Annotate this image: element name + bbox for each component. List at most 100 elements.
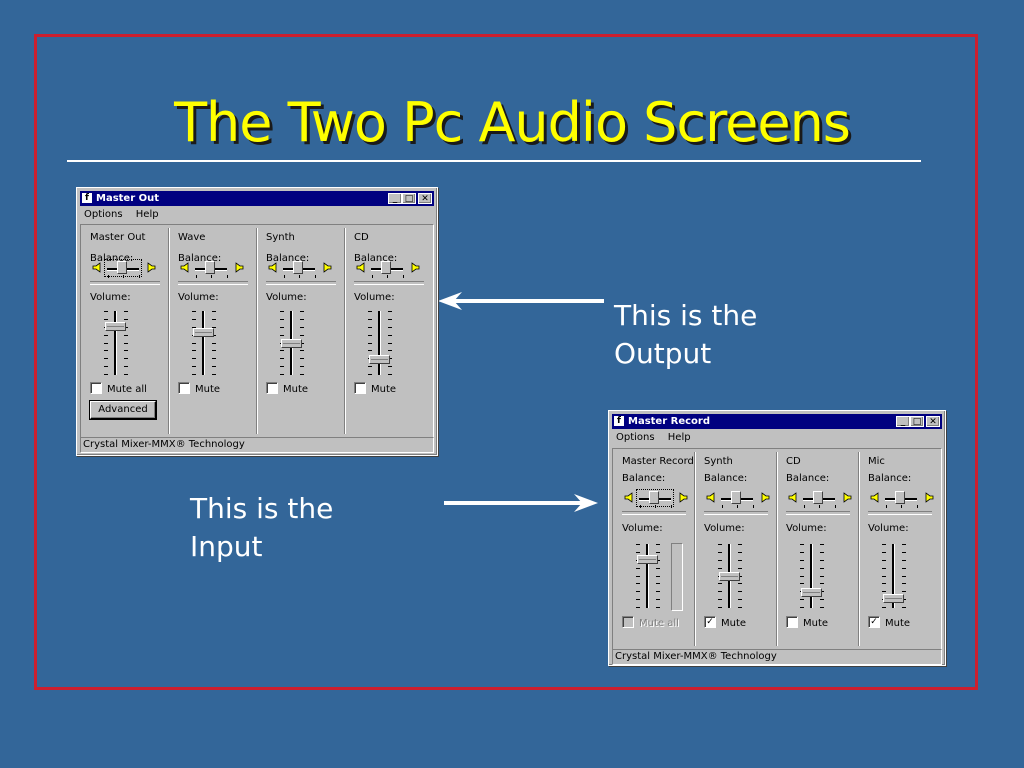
balance-slider[interactable] [90, 259, 156, 278]
mute-checkbox[interactable]: Mute [178, 382, 220, 395]
column-separator [256, 228, 258, 434]
menu-help[interactable]: Help [135, 209, 159, 220]
mute-label: Mute [721, 618, 747, 629]
volume-tick [192, 319, 196, 320]
menu-options[interactable]: Options [84, 209, 123, 220]
mute-checkbox[interactable]: Mute [354, 382, 396, 395]
mute-checkbox[interactable]: ✓Mute [704, 616, 747, 629]
volume-thumb[interactable] [883, 594, 904, 603]
volume-thumb[interactable] [719, 572, 740, 581]
volume-tick [636, 583, 640, 584]
column-separator [776, 452, 778, 646]
mute-label: Mute [803, 618, 829, 629]
menu-help[interactable]: Help [667, 432, 691, 443]
balance-thumb[interactable] [293, 261, 303, 274]
master-record-titlebar[interactable]: f Master Record _ □ ✕ [612, 414, 942, 429]
checkbox-box [622, 616, 634, 628]
input-arrow-icon [444, 494, 598, 512]
master-record-window: f Master Record _ □ ✕ Options Help Maste… [608, 410, 946, 666]
volume-thumb[interactable] [369, 355, 390, 364]
volume-slider[interactable] [797, 544, 827, 608]
volume-slider[interactable] [189, 311, 219, 375]
volume-thumb[interactable] [801, 588, 822, 597]
volume-tick [368, 366, 372, 367]
volume-tick [738, 583, 742, 584]
balance-slider[interactable] [786, 489, 852, 508]
input-caption-line-1: This is the [190, 492, 334, 525]
volume-slider[interactable] [715, 544, 745, 608]
volume-thumb[interactable] [637, 555, 658, 564]
volume-slider[interactable] [633, 544, 663, 608]
balance-label: Balance: [868, 473, 912, 484]
volume-tick [124, 366, 128, 367]
volume-thumb[interactable] [193, 328, 214, 337]
volume-tick [820, 568, 824, 569]
channel-divider [868, 511, 932, 515]
volume-tick [800, 544, 804, 545]
maximize-button[interactable]: □ [910, 416, 924, 427]
right-speaker-icon [679, 492, 688, 503]
balance-slider[interactable] [178, 259, 244, 278]
volume-slider[interactable] [365, 311, 395, 375]
mute-checkbox[interactable]: Mute [266, 382, 309, 395]
close-button[interactable]: ✕ [926, 416, 940, 427]
mute-label: Mute [283, 384, 309, 395]
minimize-button[interactable]: _ [388, 193, 402, 204]
right-speaker-icon [147, 262, 156, 273]
balance-thumb[interactable] [205, 261, 215, 274]
volume-tick [388, 350, 392, 351]
volume-tick [368, 374, 372, 375]
menu-options[interactable]: Options [616, 432, 655, 443]
minimize-button[interactable]: _ [896, 416, 910, 427]
master-out-menubar: Options Help [80, 207, 165, 222]
advanced-button[interactable]: Advanced [90, 401, 156, 419]
volume-tick [718, 599, 722, 600]
balance-slider[interactable] [622, 489, 688, 508]
mute-checkbox[interactable]: Mute all [90, 382, 147, 395]
balance-thumb[interactable] [649, 491, 659, 504]
maximize-button[interactable]: □ [402, 193, 416, 204]
volume-tick [656, 583, 660, 584]
balance-slider[interactable] [704, 489, 770, 508]
volume-slider[interactable] [277, 311, 307, 375]
channel-divider [354, 281, 424, 285]
volume-tick [656, 576, 660, 577]
volume-thumb[interactable] [105, 322, 126, 331]
balance-thumb[interactable] [117, 261, 127, 274]
volume-tick [656, 607, 660, 608]
volume-tick [738, 591, 742, 592]
balance-label: Balance: [622, 473, 666, 484]
peak-meter [671, 543, 683, 611]
channel-name: Synth [704, 456, 733, 467]
mixer-app-icon: f [82, 193, 92, 203]
volume-slider[interactable] [879, 544, 909, 608]
balance-slider[interactable] [266, 259, 332, 278]
channel-divider [90, 281, 160, 285]
checkbox-box [354, 382, 366, 394]
volume-thumb[interactable] [281, 339, 302, 348]
balance-slider[interactable] [354, 259, 420, 278]
checkbox-box [178, 382, 190, 394]
balance-thumb[interactable] [895, 491, 905, 504]
master-out-titlebar[interactable]: f Master Out _ □ ✕ [80, 191, 434, 206]
mute-checkbox[interactable]: Mute [786, 616, 829, 629]
left-speaker-icon [624, 492, 633, 503]
mute-checkbox[interactable]: ✓Mute [868, 616, 910, 629]
balance-slider[interactable] [868, 489, 934, 508]
balance-thumb[interactable] [813, 491, 823, 504]
volume-tick [656, 591, 660, 592]
balance-ticks [284, 275, 316, 278]
volume-track [646, 544, 649, 608]
volume-label: Volume: [786, 523, 827, 534]
close-button[interactable]: ✕ [418, 193, 432, 204]
volume-tick [902, 560, 906, 561]
volume-tick [104, 374, 108, 375]
volume-tick [882, 591, 886, 592]
volume-tick [104, 319, 108, 320]
volume-slider[interactable] [101, 311, 131, 375]
balance-thumb[interactable] [731, 491, 741, 504]
volume-tick [368, 327, 372, 328]
volume-tick [104, 366, 108, 367]
volume-tick [280, 311, 284, 312]
balance-thumb[interactable] [381, 261, 391, 274]
